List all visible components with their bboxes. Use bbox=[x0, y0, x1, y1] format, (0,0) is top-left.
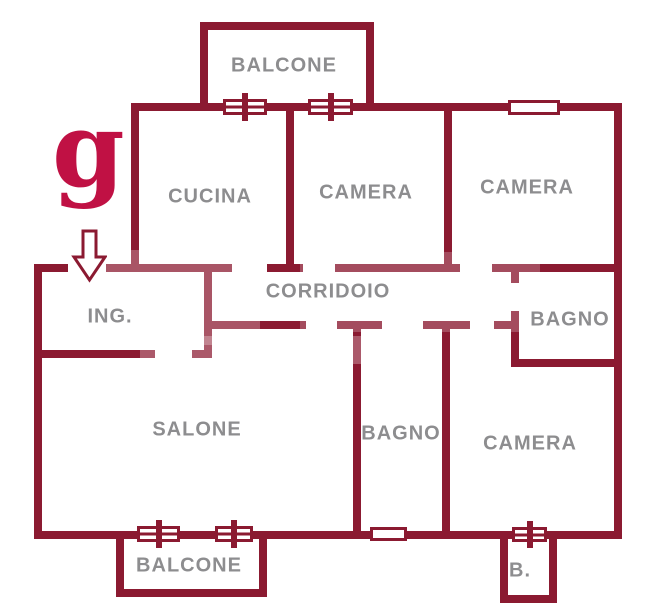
wall-corridor-top-1 bbox=[106, 264, 232, 272]
wall-bagno-right-door-stub bbox=[511, 270, 519, 283]
wall-left-exterior bbox=[34, 264, 42, 539]
wall-bagno-mid-left bbox=[353, 321, 361, 539]
window-icon bbox=[215, 520, 253, 548]
room-label-bagno-right: BAGNO bbox=[530, 308, 610, 331]
wall-right-exterior bbox=[614, 103, 622, 539]
entrance-arrow-icon bbox=[71, 229, 107, 283]
window-icon bbox=[512, 521, 547, 548]
wall-corridor-top-2 bbox=[267, 264, 303, 272]
window-tick bbox=[231, 520, 237, 548]
wall-corridor-bottom-4 bbox=[494, 321, 519, 329]
room-label-camera-top-right: CAMERA bbox=[480, 176, 574, 199]
wall-balcone-bottom-right bbox=[259, 535, 267, 597]
wall-corridor-bottom-1 bbox=[204, 321, 306, 329]
wall-divider-cucina-camera bbox=[286, 111, 294, 272]
wall-balcone-bottom-left bbox=[116, 535, 124, 597]
watermark bbox=[140, 336, 400, 364]
wall-bagno-right-left bbox=[511, 311, 519, 367]
room-label-salone: SALONE bbox=[152, 418, 242, 441]
wall-divider-camera-camera bbox=[444, 111, 452, 272]
room-label-corridoio: CORRIDOIO bbox=[265, 280, 391, 303]
wall-ing-top bbox=[34, 264, 68, 272]
window-tick bbox=[526, 521, 533, 548]
room-label-balcone-small: B. bbox=[509, 559, 531, 582]
window-tick bbox=[155, 520, 162, 548]
room-label-balcone-bottom: BALCONE bbox=[136, 554, 242, 577]
room-label-balcone-top: BALCONE bbox=[231, 54, 337, 77]
window-icon bbox=[223, 93, 267, 121]
wall-balcone-top-top bbox=[200, 22, 374, 30]
room-label-camera-top-middle: CAMERA bbox=[319, 181, 413, 204]
room-label-ingresso: ING. bbox=[87, 305, 133, 328]
room-label-bagno-middle: BAGNO bbox=[361, 422, 441, 445]
window-icon bbox=[508, 100, 560, 115]
wall-bottom-exterior bbox=[34, 531, 622, 539]
window-icon bbox=[308, 93, 353, 121]
wall-corridor-top-4 bbox=[492, 264, 622, 272]
wall-bagno-right-bottom bbox=[511, 359, 622, 367]
wall-balcone-small-left bbox=[500, 535, 508, 603]
wall-ing-right bbox=[204, 268, 212, 358]
wall-cucina-left bbox=[131, 103, 139, 272]
wall-top-exterior bbox=[131, 103, 622, 111]
wall-balcone-small-bottom bbox=[500, 595, 557, 603]
room-label-camera-bottom: CAMERA bbox=[483, 432, 577, 455]
wall-camera-bottom-left bbox=[442, 321, 450, 539]
wall-balcone-bottom-bottom bbox=[116, 589, 267, 597]
agency-logo: g bbox=[52, 88, 125, 211]
room-label-cucina: CUCINA bbox=[168, 185, 252, 208]
window-tick bbox=[327, 93, 334, 121]
window-icon bbox=[370, 527, 407, 541]
wall-salone-top-2 bbox=[192, 350, 212, 358]
wall-balcone-small-right bbox=[549, 535, 557, 603]
wall-salone-top-1 bbox=[34, 350, 155, 358]
window-tick bbox=[242, 93, 248, 121]
window-icon bbox=[137, 520, 180, 548]
wall-balcone-top-right bbox=[366, 22, 374, 107]
wall-balcone-top-left bbox=[200, 22, 208, 107]
wall-corridor-top-3 bbox=[335, 264, 460, 272]
